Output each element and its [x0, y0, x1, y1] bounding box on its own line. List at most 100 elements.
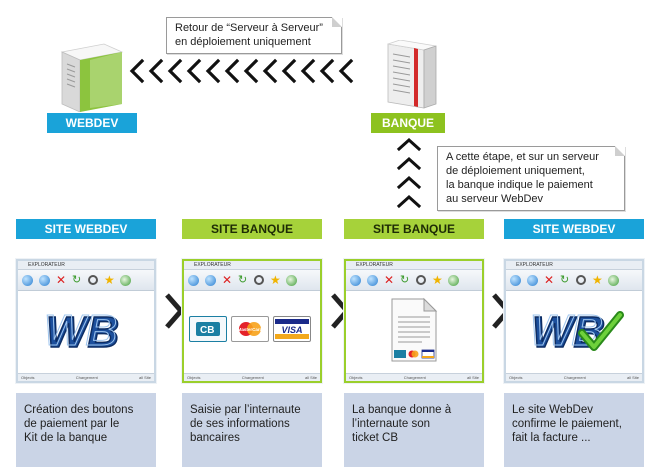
- search-icon: [416, 275, 426, 285]
- wb-logo-icon: WB WB: [44, 307, 121, 355]
- search-icon: [254, 275, 264, 285]
- browser-window: EXPLORATEUR ✕ ↻ ★ CB MasterCard: [182, 259, 322, 383]
- browser-window: EXPLORATEUR ✕ ↻ ★ WB WB Objects Chargeme…: [504, 259, 644, 383]
- history-icon: [608, 274, 619, 286]
- history-icon: [448, 274, 459, 286]
- checkmark-icon: [578, 311, 624, 351]
- step-header: SITE WEBDEV: [16, 219, 156, 239]
- callout-line: de déploiement uniquement,: [446, 165, 585, 177]
- chevron-right-icon: [165, 293, 185, 329]
- step-description: Saisie par l’internaute de ses informati…: [182, 393, 322, 467]
- svg-text:VISA: VISA: [281, 325, 302, 335]
- refresh-icon: ↻: [238, 273, 248, 286]
- forward-icon: [367, 274, 378, 286]
- browser-content: WB WB: [18, 291, 154, 373]
- status-text: all Site: [626, 375, 639, 380]
- back-icon: [22, 274, 33, 286]
- desc-line: confirme le paiement,: [512, 418, 622, 430]
- status-text: Chargement: [241, 375, 264, 380]
- desc-line: bancaires: [190, 432, 240, 444]
- favorites-icon: ★: [592, 272, 603, 287]
- visa-card-icon: VISA: [273, 316, 311, 342]
- desc-line: La banque donne à: [352, 404, 452, 416]
- callout-line: A cette étape, et sur un serveur: [446, 151, 599, 163]
- browser-statusbar: Objects Chargement all Site: [18, 373, 154, 381]
- callout-bank-notifies: A cette étape, et sur un serveur de dépl…: [437, 146, 625, 211]
- refresh-icon: ↻: [72, 273, 82, 286]
- status-text: Objects: [349, 375, 363, 380]
- search-icon: [88, 275, 98, 285]
- return-arrows: [128, 58, 364, 84]
- stop-icon: ✕: [222, 272, 233, 287]
- step-header: SITE BANQUE: [344, 219, 484, 239]
- callout-line: en déploiement uniquement: [175, 36, 311, 48]
- callout-server-return: Retour de “Serveur à Serveur” en déploie…: [166, 17, 342, 54]
- document-ticket-icon: [391, 297, 438, 362]
- step-header: SITE WEBDEV: [504, 219, 644, 239]
- browser-window: EXPLORATEUR ✕ ↻ ★: [344, 259, 484, 383]
- step-description: Le site WebDev confirme le paiement, fai…: [504, 393, 644, 467]
- desc-line: Kit de la banque: [24, 432, 108, 444]
- status-text: all Site: [138, 375, 151, 380]
- browser-content: CB MasterCard VISA: [184, 291, 320, 373]
- stop-icon: ✕: [544, 272, 555, 287]
- webdev-label: WEBDEV: [47, 113, 137, 133]
- mastercard-icon: MasterCard: [231, 316, 269, 342]
- status-text: all Site: [466, 375, 479, 380]
- callout-fold: [332, 17, 342, 27]
- back-icon: [350, 274, 361, 286]
- cb-card-icon: CB: [189, 316, 227, 342]
- callout-fold: [615, 146, 625, 156]
- search-icon: [576, 275, 586, 285]
- callout-line: Retour de “Serveur à Serveur”: [175, 22, 323, 34]
- payment-cards: CB MasterCard VISA: [189, 316, 311, 342]
- browser-title: EXPLORATEUR: [346, 261, 482, 270]
- desc-line: Création des boutons: [24, 404, 134, 416]
- history-icon: [286, 274, 297, 286]
- webdev-server-icon: [56, 42, 128, 117]
- browser-title: EXPLORATEUR: [18, 261, 154, 270]
- forward-icon: [527, 274, 538, 286]
- svg-text:MasterCard: MasterCard: [238, 327, 263, 332]
- back-icon: [188, 274, 199, 286]
- step-3: SITE BANQUE EXPLORATEUR ✕ ↻ ★: [344, 219, 484, 467]
- desc-line: ticket CB: [352, 432, 399, 444]
- stop-icon: ✕: [384, 272, 395, 287]
- desc-line: fait la facture ...: [512, 432, 591, 444]
- browser-title: EXPLORATEUR: [184, 261, 320, 270]
- callout-line: la banque indique le paiement: [446, 179, 593, 191]
- stop-icon: ✕: [56, 272, 67, 287]
- desc-line: l’internaute son: [352, 418, 430, 430]
- browser-statusbar: Objects Chargement all Site: [346, 373, 482, 381]
- callout-line: au serveur WebDev: [446, 193, 544, 205]
- refresh-icon: ↻: [560, 273, 570, 286]
- step-1: SITE WEBDEV EXPLORATEUR ✕ ↻ ★ WB WB Obje…: [16, 219, 156, 467]
- svg-text:WB: WB: [44, 307, 117, 355]
- status-text: Objects: [509, 375, 523, 380]
- svg-text:CB: CB: [200, 325, 214, 336]
- favorites-icon: ★: [270, 272, 281, 287]
- browser-window: EXPLORATEUR ✕ ↻ ★ WB WB Objects Chargeme…: [16, 259, 156, 383]
- browser-statusbar: Objects Chargement all Site: [184, 373, 320, 381]
- status-text: Objects: [187, 375, 201, 380]
- desc-line: de paiement par le: [24, 418, 120, 430]
- refresh-icon: ↻: [400, 273, 410, 286]
- forward-icon: [39, 274, 50, 286]
- step-description: La banque donne à l’internaute son ticke…: [344, 393, 484, 467]
- banque-label: BANQUE: [371, 113, 445, 133]
- wb-logo-icon: WB WB: [530, 307, 607, 358]
- favorites-icon: ★: [432, 272, 443, 287]
- svg-text:WB: WB: [46, 308, 119, 355]
- browser-toolbar: ✕ ↻ ★: [184, 270, 320, 291]
- browser-content: [346, 291, 482, 373]
- browser-content: WB WB: [506, 291, 642, 373]
- desc-line: de ses informations: [190, 418, 290, 430]
- step-4: SITE WEBDEV EXPLORATEUR ✕ ↻ ★ WB WB Obje…: [504, 219, 644, 467]
- favorites-icon: ★: [104, 272, 115, 287]
- desc-line: Le site WebDev: [512, 404, 593, 416]
- banque-server-icon: [374, 39, 440, 117]
- step-header: SITE BANQUE: [182, 219, 322, 239]
- desc-line: Saisie par l’internaute: [190, 404, 301, 416]
- browser-toolbar: ✕ ↻ ★: [346, 270, 482, 291]
- browser-title: EXPLORATEUR: [506, 261, 642, 270]
